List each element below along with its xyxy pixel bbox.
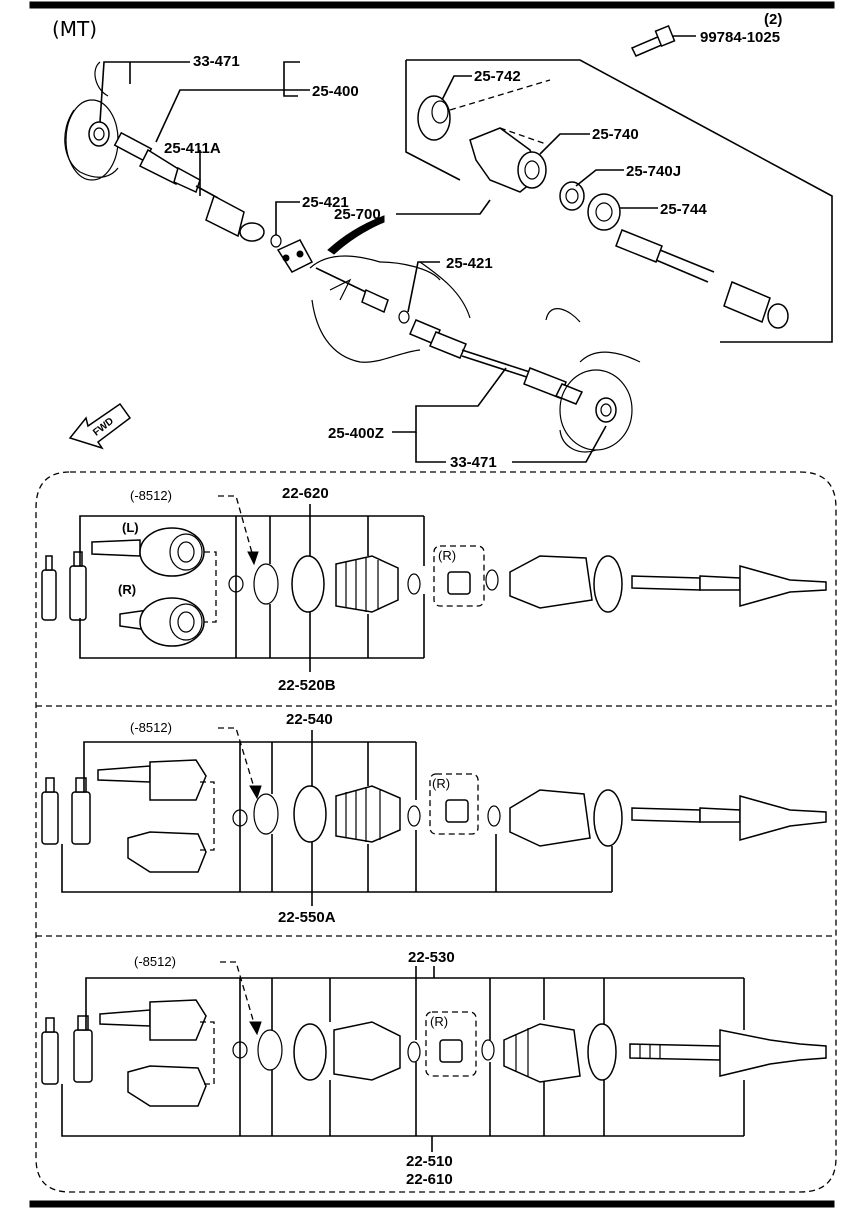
callout-22-510: 22-510 xyxy=(406,1153,453,1170)
boot-3 xyxy=(333,1021,401,1081)
inner-boot-3 xyxy=(503,1023,581,1083)
callout-25-400: 25-400 xyxy=(312,83,359,100)
callout-22-550A: 22-550A xyxy=(278,909,336,926)
callout-33-471-bottom: 33-471 xyxy=(450,454,497,471)
label-L-1: (L) xyxy=(122,520,139,535)
assembly-arrow xyxy=(327,215,385,255)
outer-joint-L-1 xyxy=(91,527,205,577)
panel-2: (-8512) (R) 22-540 22-550A xyxy=(41,711,827,926)
bottom-border-rule xyxy=(29,1200,835,1208)
outer-joint-lower-2 xyxy=(127,831,207,873)
callout-25-740: 25-740 xyxy=(592,126,639,143)
outer-joint-R-1 xyxy=(119,597,205,647)
upper-leader-lines xyxy=(99,61,658,463)
callout-33-471-top: 33-471 xyxy=(193,53,240,70)
bearing-bracket-group xyxy=(405,59,833,343)
grease-tubes-1 xyxy=(41,551,87,621)
outer-joint-upper-3 xyxy=(99,999,207,1041)
callout-25-744: 25-744 xyxy=(660,201,707,218)
lower-dashed-frame xyxy=(35,471,837,1193)
label-R-box-1: (R) xyxy=(438,548,456,563)
fwd-arrow: FWD xyxy=(68,402,132,450)
callout-25-400Z: 25-400Z xyxy=(328,425,384,442)
prod-note-1: (-8512) xyxy=(130,488,172,503)
boot-1 xyxy=(335,555,399,613)
bolt-99784 xyxy=(630,24,696,57)
callout-22-540: 22-540 xyxy=(286,711,333,728)
label-R-box-2: (R) xyxy=(432,776,450,791)
callout-25-421-right: 25-421 xyxy=(446,255,493,272)
left-halfshaft xyxy=(113,131,265,242)
intermediate-shaft xyxy=(315,267,389,314)
top-border-rule xyxy=(29,1,835,9)
label-R-box-3: (R) xyxy=(430,1014,448,1029)
grease-tubes-3 xyxy=(41,1015,93,1085)
panel-3: (-8512) (R) 22-530 22-510 22-610 xyxy=(41,949,827,1188)
snap-ring-left xyxy=(270,234,282,248)
outer-joint-lower-3 xyxy=(127,1065,207,1107)
callout-22-620: 22-620 xyxy=(282,485,329,502)
callout-99784-1025: 99784-1025 xyxy=(700,29,780,46)
prod-note-3: (-8512) xyxy=(134,954,176,969)
transaxle-housing xyxy=(276,239,471,363)
callout-99784-qty: (2) xyxy=(764,11,782,28)
prod-note-2: (-8512) xyxy=(130,720,172,735)
label-R-1: (R) xyxy=(118,582,136,597)
upper-assembly: FWD 33-471 25-400 25-411A 25-421 25-421 … xyxy=(64,11,833,471)
outer-joint-upper-2 xyxy=(97,759,207,801)
callout-25-700: 25-700 xyxy=(334,206,381,223)
variant-label: (MT) xyxy=(52,17,97,41)
callout-25-421-left: 25-421 xyxy=(302,194,349,211)
right-halfshaft xyxy=(409,319,584,405)
callout-22-520B: 22-520B xyxy=(278,677,336,694)
callout-25-740J: 25-740J xyxy=(626,163,681,180)
left-wheel-hub xyxy=(64,61,119,181)
callout-25-742: 25-742 xyxy=(474,68,521,85)
panel-1: (-8512) (L) (R) (R) 22-620 22-520B xyxy=(41,485,827,694)
callout-22-610: 22-610 xyxy=(406,1171,453,1188)
callout-25-411A: 25-411A xyxy=(164,140,221,157)
snap-ring-right xyxy=(398,310,410,324)
grease-tubes-2 xyxy=(41,777,91,845)
callout-22-530: 22-530 xyxy=(408,949,455,966)
boot-2 xyxy=(335,785,401,843)
